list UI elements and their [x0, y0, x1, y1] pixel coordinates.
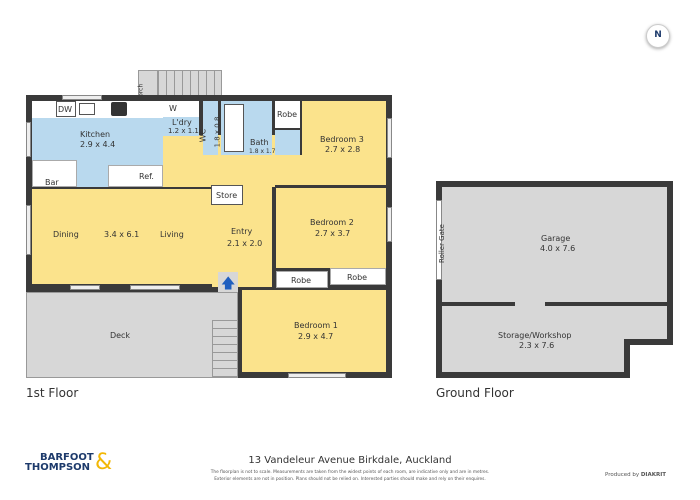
logo-amp: &: [95, 450, 113, 475]
ref-label: Ref.: [139, 172, 154, 181]
barfoot-thompson-logo: BARFOOT THOMPSON &: [25, 450, 120, 482]
dining-label: Dining: [53, 230, 79, 239]
storage-size: 2.3 x 7.6: [519, 341, 555, 350]
bedroom-1: [242, 290, 386, 372]
store: Store: [211, 185, 243, 205]
garage-label: Garage: [541, 234, 571, 243]
porch-stairs: [158, 70, 222, 96]
bedroom2-size: 2.7 x 3.7: [315, 229, 351, 238]
deck: [26, 292, 238, 378]
roller-gate-label: Roller Gate: [437, 224, 446, 263]
laundry-size: 1.2 x 1.1: [168, 127, 199, 135]
producer-name: DIAKRIT: [640, 472, 667, 478]
sink-icon: [79, 103, 95, 115]
robe-bedroom3: Robe: [275, 101, 300, 128]
window: [130, 285, 180, 290]
entry-label: Entry: [231, 227, 253, 236]
living-label: Living: [160, 230, 184, 239]
robe-1: Robe: [276, 271, 328, 288]
window: [70, 285, 100, 290]
wc: [203, 101, 218, 155]
robe1-label: Robe: [291, 276, 312, 285]
washer: W: [163, 101, 199, 117]
kitchen-counter: [32, 101, 163, 118]
window: [26, 205, 31, 255]
stove-icon: [111, 102, 127, 116]
living-size: 3.4 x 6.1: [104, 230, 140, 239]
bedroom-3: [302, 101, 386, 185]
bar: Bar: [32, 160, 77, 187]
window: [387, 207, 392, 242]
bedroom2-label: Bedroom 2: [310, 218, 354, 227]
wc-label: WC: [198, 128, 208, 143]
kitchen-size: 2.9 x 4.4: [80, 140, 116, 149]
bedroom-2: [276, 188, 386, 268]
w-label: W: [169, 104, 177, 113]
bathtub: [224, 104, 244, 152]
kitchen-label: Kitchen: [80, 130, 111, 139]
ensuite: [275, 130, 300, 155]
deck-label: Deck: [109, 331, 131, 340]
garage: [442, 187, 667, 302]
disclaimer-line2: Exterior elements are not in position. P…: [214, 477, 486, 482]
window: [387, 118, 392, 158]
first-floor-title: 1st Floor: [26, 386, 79, 400]
window: [288, 373, 346, 378]
garage-size: 4.0 x 7.6: [540, 244, 576, 253]
robe3-label: Robe: [277, 110, 298, 119]
storage-workshop: [442, 306, 667, 339]
storage-label: Storage/Workshop: [498, 331, 572, 340]
bedroom1-size: 2.9 x 4.7: [298, 332, 334, 341]
property-address: 13 Vandeleur Avenue Birkdale, Auckland: [248, 455, 452, 466]
dw-label: DW: [58, 105, 73, 114]
robe2-label: Robe: [347, 273, 368, 282]
fridge: Ref.: [108, 165, 163, 187]
roller-gate: [436, 200, 442, 280]
produced-by: Produced by DIAKRIT: [605, 472, 666, 478]
bedroom3-size: 2.7 x 2.8: [325, 145, 361, 154]
entry-arrow-icon: 🡅: [221, 276, 236, 292]
laundry-label: L'dry: [172, 118, 192, 127]
north-label: N: [654, 30, 662, 40]
logo-line2: THOMPSON: [25, 462, 91, 473]
dishwasher: DW: [56, 101, 76, 117]
entry-size: 2.1 x 2.0: [227, 239, 263, 248]
window: [26, 122, 31, 157]
laundry: [163, 117, 199, 136]
north-compass-icon: N: [646, 24, 670, 48]
disclaimer-line1: The floorplan is not to scale. Measureme…: [210, 470, 490, 475]
bedroom3-label: Bedroom 3: [320, 135, 364, 144]
dining-living: [32, 189, 212, 284]
bedroom1-label: Bedroom 1: [294, 321, 338, 330]
bath-size: 1.8 x 1.7: [249, 148, 276, 155]
logo-line1: BARFOOT: [40, 452, 94, 463]
ground-floor-title: Ground Floor: [436, 386, 514, 400]
bath-label: Bath: [250, 138, 269, 147]
window: [62, 95, 102, 100]
bar-label: Bar: [45, 178, 59, 187]
robe-2: Robe: [330, 268, 386, 285]
produced-by-label: Produced by: [605, 472, 640, 478]
store-label: Store: [216, 191, 238, 200]
deck-stairs: [212, 320, 238, 378]
